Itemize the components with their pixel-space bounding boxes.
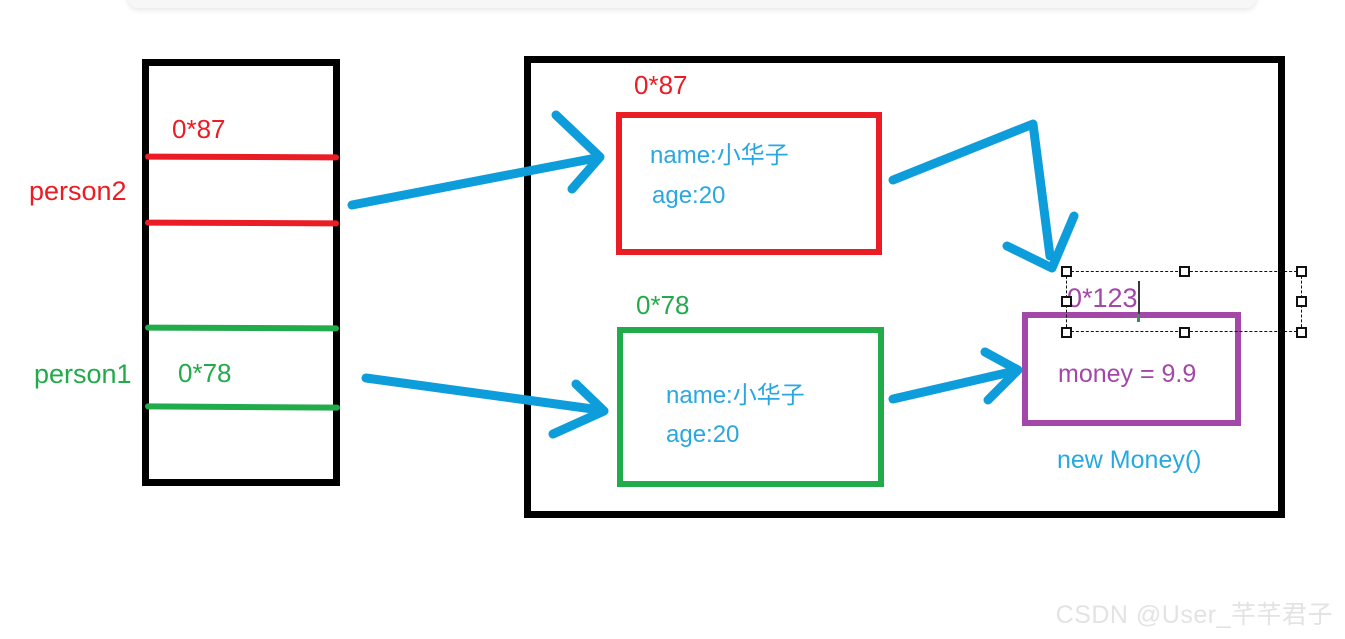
heap-red-object-name-field: name:小华子 — [650, 142, 789, 169]
stack-label-person1: person1 — [34, 359, 132, 389]
stack-frame — [142, 59, 340, 486]
selection-handle-middle-left[interactable] — [1061, 296, 1072, 307]
heap-red-object-box — [616, 112, 882, 255]
stack-address-person2: 0*87 — [172, 114, 226, 144]
stack-divider-green-bottom — [144, 403, 341, 411]
selection-handle-bottom-right[interactable] — [1296, 327, 1307, 338]
heap-frame — [524, 56, 1285, 518]
heap-green-object-age-field: age:20 — [666, 421, 740, 448]
stack-divider-red-bottom — [144, 219, 340, 227]
selection-handle-bottom-left[interactable] — [1061, 327, 1072, 338]
text-cursor-foot — [1137, 314, 1140, 322]
heap-red-object-address: 0*87 — [634, 70, 688, 100]
selection-handle-top-right[interactable] — [1296, 266, 1307, 277]
heap-green-object-address: 0*78 — [636, 290, 690, 320]
selection-handle-top-left[interactable] — [1061, 266, 1072, 277]
top-panel-sliver — [128, 0, 1256, 8]
heap-money-object-caption: new Money() — [1057, 446, 1202, 474]
heap-green-object-box — [617, 327, 884, 487]
heap-money-object-box — [1022, 312, 1241, 426]
csdn-watermark: CSDN @User_芊芊君子 — [1055, 601, 1333, 629]
selection-handle-bottom-center[interactable] — [1178, 327, 1190, 338]
heap-green-object-name-field: name:小华子 — [666, 382, 805, 409]
text-cursor-caret — [1138, 281, 1140, 321]
stack-label-person2: person2 — [29, 176, 127, 206]
stack-divider-red-top — [144, 153, 340, 161]
stack-address-person1: 0*78 — [178, 358, 232, 388]
selection-handle-top-center[interactable] — [1178, 266, 1190, 277]
stack-divider-green-top — [144, 324, 340, 332]
heap-money-object-address[interactable]: 0*123 — [1067, 283, 1138, 313]
selection-handle-middle-right[interactable] — [1296, 296, 1307, 307]
heap-money-object-value: money = 9.9 — [1058, 360, 1197, 388]
heap-red-object-age-field: age:20 — [652, 182, 726, 209]
